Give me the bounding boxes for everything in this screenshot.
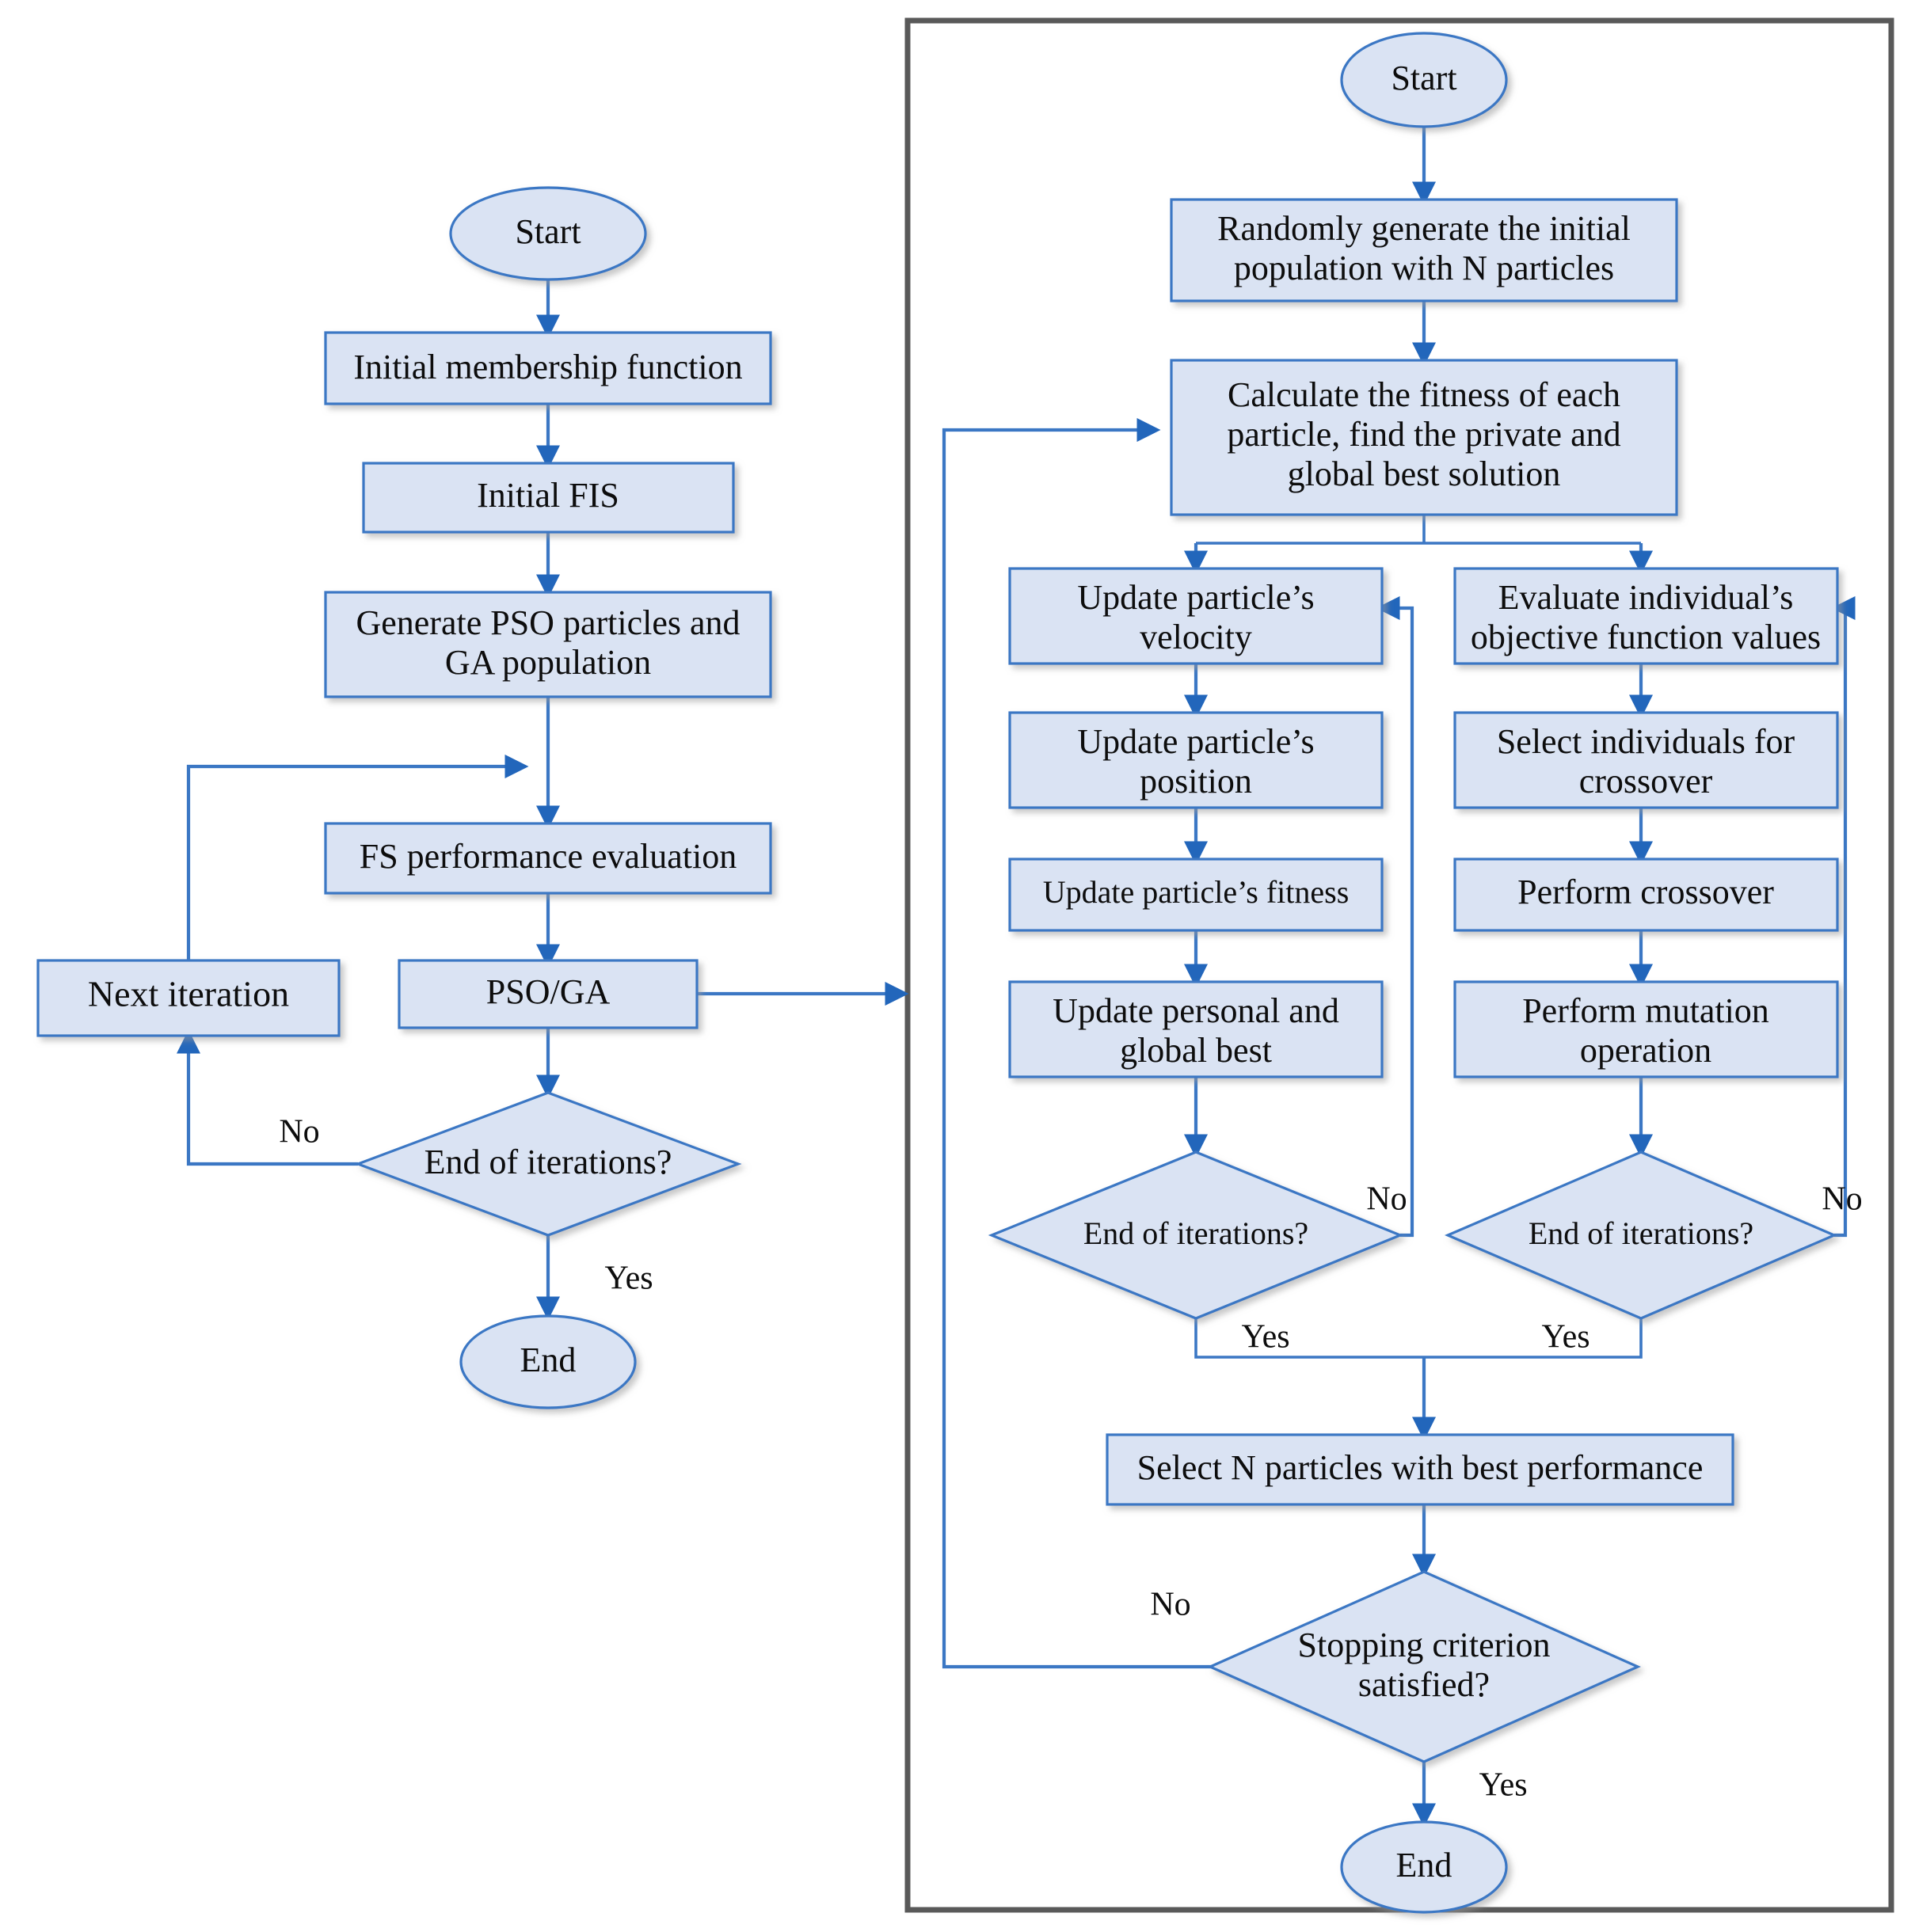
node-ga-end-of-iterations[interactable]: End of iterations? <box>1444 1150 1838 1320</box>
node-update-velocity-label-line1: Update particle’s <box>1077 578 1314 617</box>
node-evaluate-objective-label-line1: Evaluate individual’s <box>1498 578 1794 617</box>
node-update-particle-velocity[interactable]: Update particle’s velocity <box>1008 567 1384 665</box>
node-initial-fis[interactable]: Initial FIS <box>362 462 735 534</box>
node-calculate-fitness-label-line2: particle, find the private and <box>1227 415 1620 454</box>
node-pso-end-of-iterations[interactable]: End of iterations? <box>988 1150 1404 1320</box>
node-update-position-label-line1: Update particle’s <box>1077 722 1314 761</box>
node-update-velocity-label-line2: velocity <box>1140 618 1252 656</box>
node-perform-crossover-label: Perform crossover <box>1517 873 1774 911</box>
node-pso-ga-label: PSO/GA <box>486 972 611 1011</box>
edge-label-ga-yes: Yes <box>1541 1319 1589 1356</box>
edge-label-stop-no: No <box>1150 1587 1190 1623</box>
node-calculate-fitness-label-line1: Calculate the fitness of each <box>1228 375 1620 414</box>
node-update-fitness-label: Update particle’s fitness <box>1043 874 1350 910</box>
node-update-position-label-line2: position <box>1140 762 1252 801</box>
node-update-best-label-line2: global best <box>1120 1031 1272 1070</box>
edge-label-stop-yes: Yes <box>1479 1767 1527 1804</box>
node-calculate-fitness-label-line3: global best solution <box>1288 454 1561 493</box>
node-next-iteration[interactable]: Next iteration <box>36 959 341 1037</box>
node-generate-pso-particles-and-ga-population[interactable]: Generate PSO particles and GA population <box>324 591 772 698</box>
node-right-start-label: Start <box>1391 59 1456 97</box>
node-select-n-particles-best-performance[interactable]: Select N particles with best performance <box>1106 1433 1734 1506</box>
node-perform-mutation-label-line2: operation <box>1580 1031 1711 1070</box>
node-initial-fis-label: Initial FIS <box>477 476 619 515</box>
node-randomly-generate-initial-population[interactable]: Randomly generate the initial population… <box>1170 198 1678 302</box>
node-initial-membership-function[interactable]: Initial membership function <box>324 331 772 405</box>
node-fs-performance-evaluation-label: FS performance evaluation <box>360 837 737 876</box>
edge-label-left-no: No <box>279 1114 319 1150</box>
node-left-start[interactable]: Start <box>449 186 647 281</box>
node-select-crossover-label-line2: crossover <box>1579 762 1713 801</box>
node-right-start[interactable]: Start <box>1340 32 1508 128</box>
edge-label-pso-no: No <box>1366 1181 1407 1218</box>
edge-label-pso-yes: Yes <box>1241 1319 1289 1356</box>
node-select-crossover-label-line1: Select individuals for <box>1497 722 1795 761</box>
edge-label-left-yes: Yes <box>604 1261 653 1297</box>
node-evaluate-individual-objective[interactable]: Evaluate individual’s objective function… <box>1453 567 1839 665</box>
node-perform-mutation-operation[interactable]: Perform mutation operation <box>1453 980 1839 1078</box>
node-update-best-label-line1: Update personal and <box>1053 991 1339 1030</box>
node-pso-ga[interactable]: PSO/GA <box>398 959 699 1029</box>
node-left-end-of-iterations[interactable]: End of iterations? <box>354 1091 742 1237</box>
node-update-particle-position[interactable]: Update particle’s position <box>1008 711 1384 809</box>
node-update-particle-fitness[interactable]: Update particle’s fitness <box>1008 858 1384 932</box>
node-next-iteration-label: Next iteration <box>88 974 289 1014</box>
node-ga-end-of-iterations-label: End of iterations? <box>1529 1215 1753 1251</box>
node-generate-population-label-line2: GA population <box>445 643 651 682</box>
node-stopping-criterion-label-line2: satisfied? <box>1358 1665 1490 1704</box>
node-evaluate-objective-label-line2: objective function values <box>1471 618 1821 656</box>
node-left-start-label: Start <box>515 212 581 251</box>
node-stopping-criterion-satisfied[interactable]: Stopping criterion satisfied? <box>1207 1570 1641 1763</box>
edge-label-ga-no: No <box>1822 1181 1862 1218</box>
node-generate-population-label-line1: Generate PSO particles and <box>356 603 740 642</box>
node-right-end-label: End <box>1396 1846 1452 1884</box>
left-flow-nodes: Start Initial membership function Initia… <box>36 186 772 1409</box>
node-perform-crossover[interactable]: Perform crossover <box>1453 858 1839 932</box>
node-left-end-of-iterations-label: End of iterations? <box>424 1143 672 1181</box>
node-fs-performance-evaluation[interactable]: FS performance evaluation <box>324 822 772 895</box>
node-random-population-label-line1: Randomly generate the initial <box>1217 209 1631 248</box>
node-perform-mutation-label-line1: Perform mutation <box>1522 991 1769 1030</box>
right-flow-nodes: Start Randomly generate the initial popu… <box>988 32 1863 1914</box>
node-select-n-particles-label: Select N particles with best performance <box>1137 1448 1704 1487</box>
node-left-end-label: End <box>520 1341 577 1379</box>
node-initial-membership-function-label: Initial membership function <box>353 348 742 386</box>
node-select-individuals-for-crossover[interactable]: Select individuals for crossover <box>1453 711 1839 809</box>
node-update-personal-and-global-best[interactable]: Update personal and global best <box>1008 980 1384 1078</box>
node-calculate-fitness[interactable]: Calculate the fitness of each particle, … <box>1170 359 1678 516</box>
left-flow-connectors <box>176 261 909 1321</box>
right-flow-connectors <box>942 127 1856 1827</box>
node-right-end[interactable]: End <box>1340 1820 1508 1914</box>
node-pso-end-of-iterations-label: End of iterations? <box>1083 1215 1308 1251</box>
node-left-end[interactable]: End <box>459 1314 637 1409</box>
node-random-population-label-line2: population with N particles <box>1234 249 1614 287</box>
node-stopping-criterion-label-line1: Stopping criterion <box>1298 1626 1551 1664</box>
